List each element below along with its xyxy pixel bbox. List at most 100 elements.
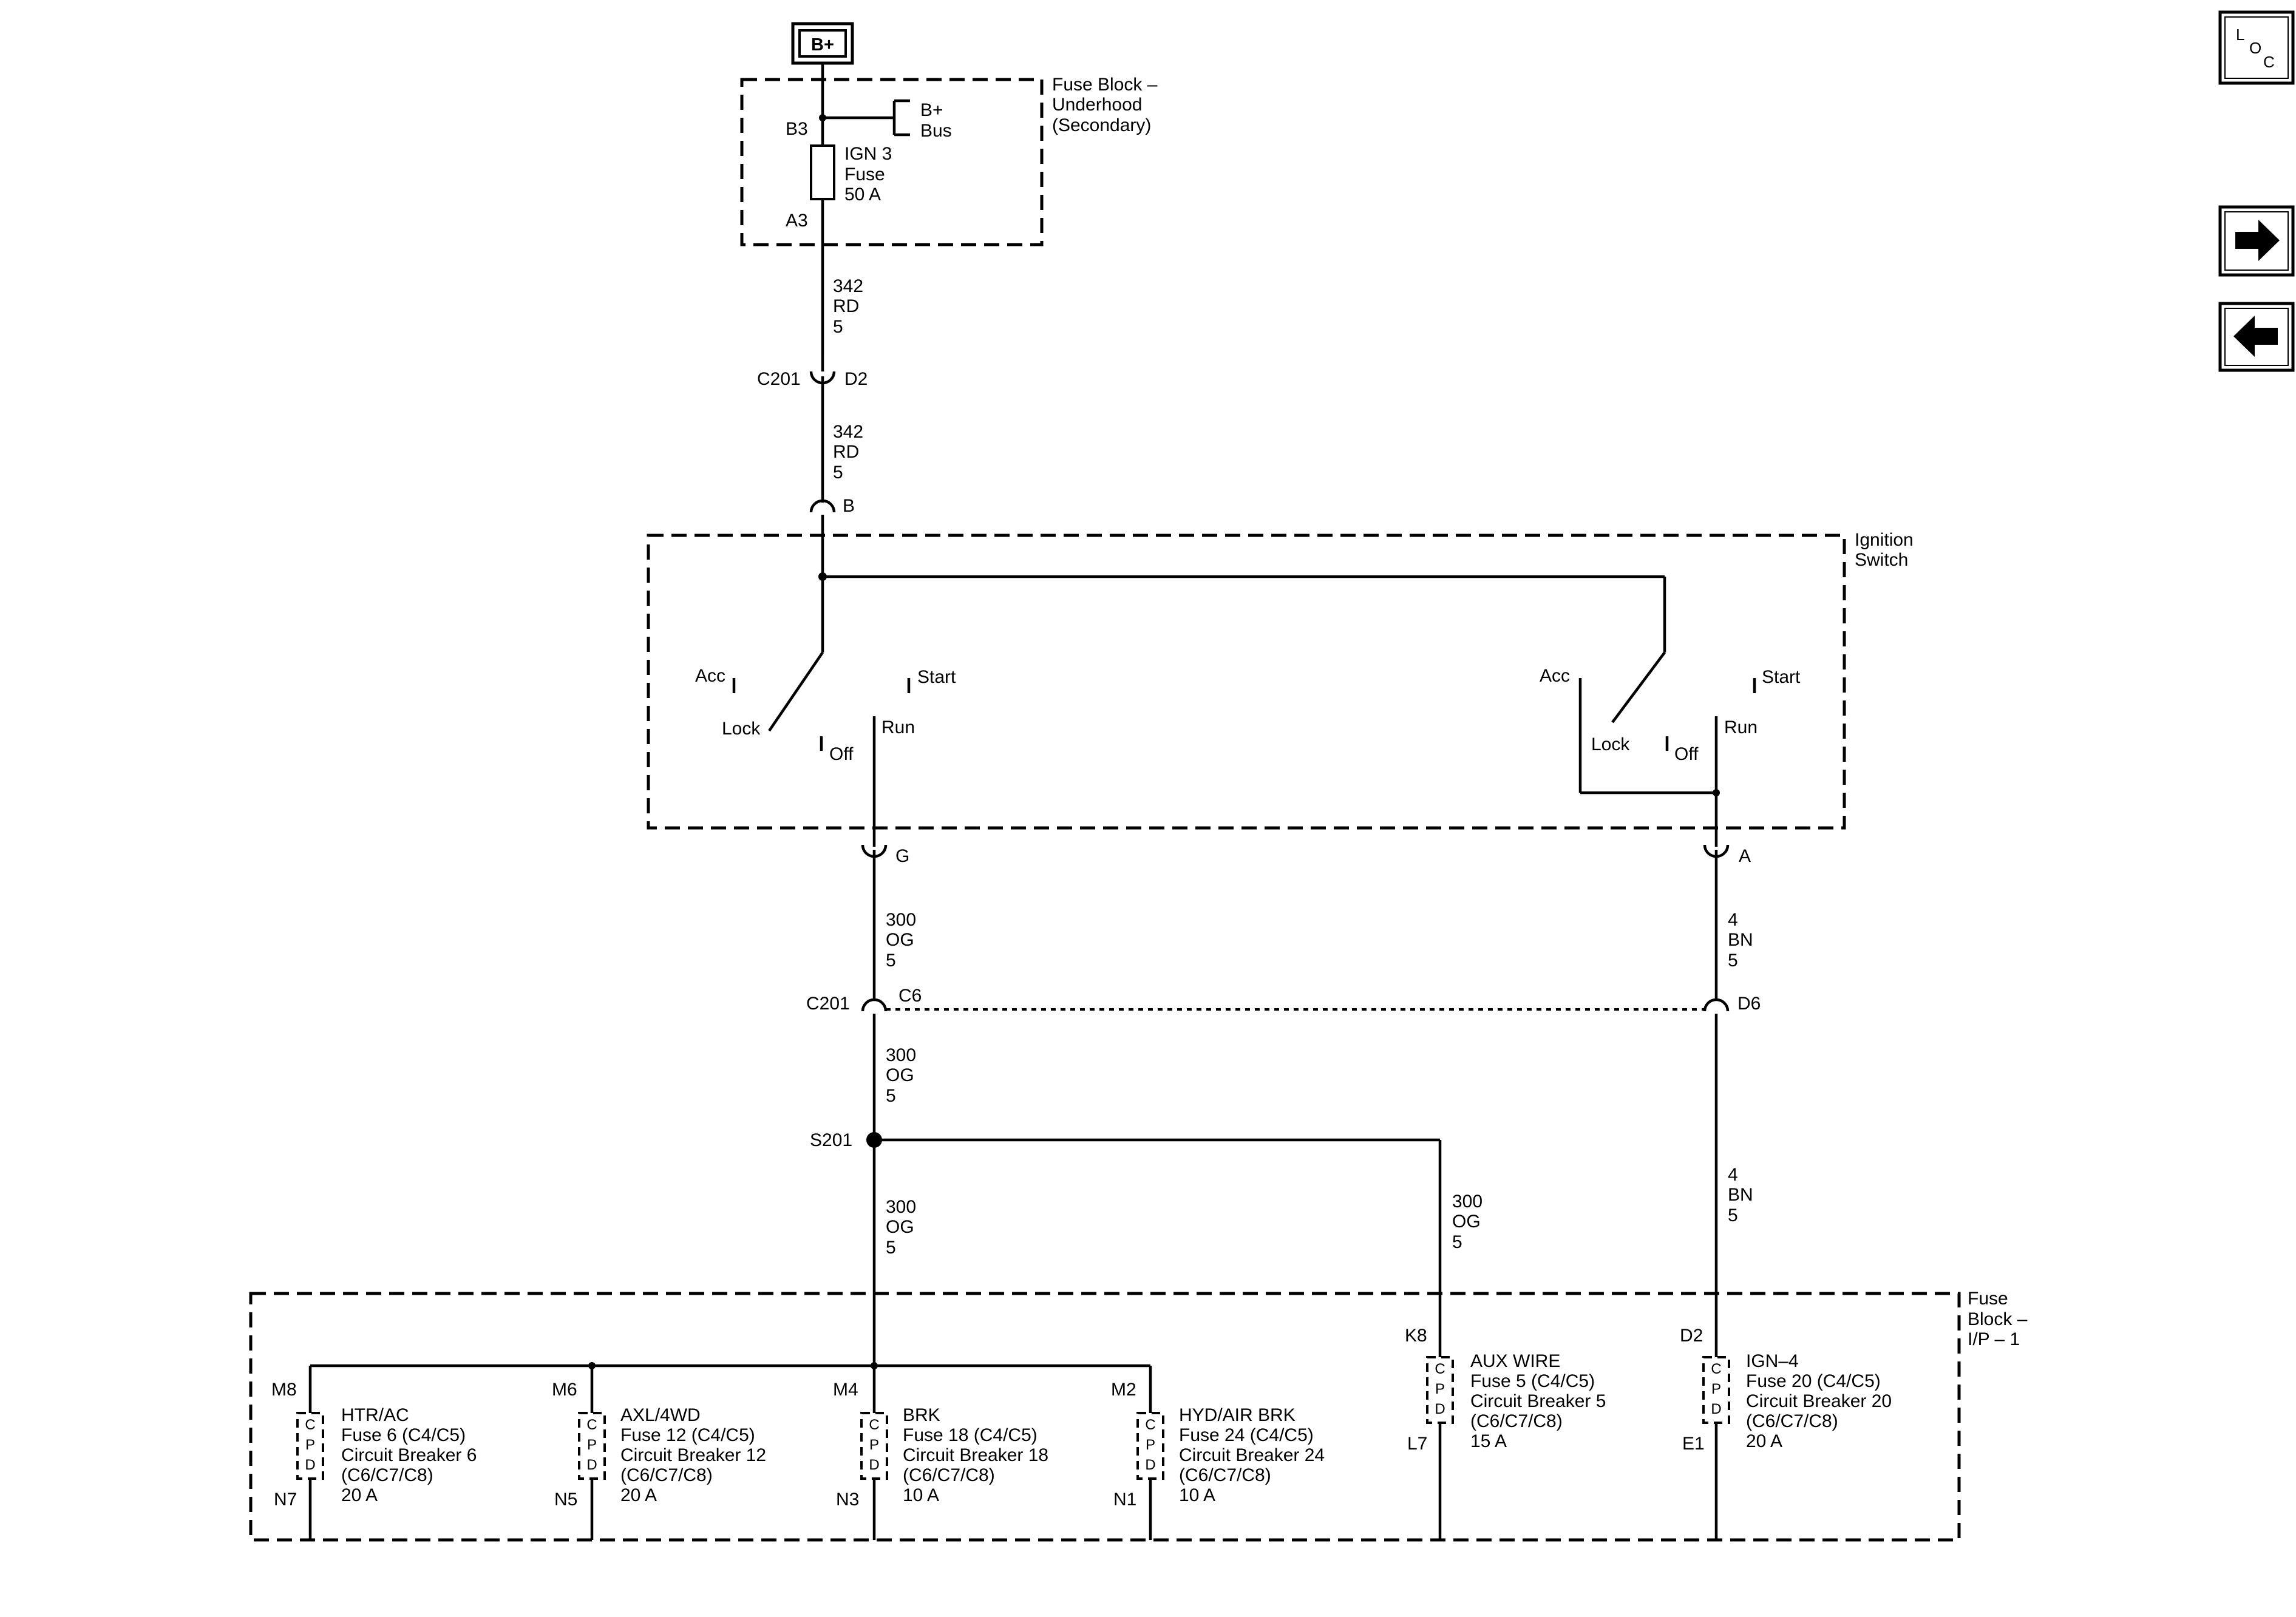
ign3-fuse-label-1: IGN 3 [844,144,892,164]
ip-block-title-1: Fuse [1968,1289,2008,1309]
svg-text:Circuit Breaker 24: Circuit Breaker 24 [1179,1445,1325,1465]
svg-text:D: D [586,1457,597,1473]
wire-300-b-2: OG [886,1065,914,1085]
svg-text:(C6/C7/C8): (C6/C7/C8) [341,1465,433,1485]
fuse-ign-4-pin-out: E1 [1682,1434,1705,1454]
battery-b-plus: B+ [791,22,854,65]
wire-300-d-2: OG [1452,1212,1481,1232]
fuse-axl-4wd: C P D M6 N5 AXL/4WD Fuse 12 (C4/C5) Circ… [552,1366,766,1540]
svg-text:Circuit Breaker 6: Circuit Breaker 6 [341,1445,477,1465]
wire-4-b-3: 5 [1728,1205,1738,1225]
svg-text:BRK: BRK [903,1405,940,1425]
svg-text:Fuse 24 (C4/C5): Fuse 24 (C4/C5) [1179,1425,1314,1445]
connector-c201-d6 [1703,998,1730,1026]
arrow-left-icon [2233,316,2278,357]
underhood-fuse-block-outline [740,78,1044,246]
switch-right-off: Off [1674,744,1699,764]
wire-300-b-1: 300 [886,1045,916,1065]
previous-page-button[interactable] [2218,302,2295,372]
ip-fuse-block: Fuse Block – I/P – 1 C P D M8 N7 HTR/AC … [249,1289,2028,1542]
fuse-hyd-air-brk: C P D M2 N1 HYD/AIR BRK Fuse 24 (C4/C5) … [1111,1366,1325,1540]
svg-text:P: P [587,1437,597,1453]
fuse-brk-pin-in: M4 [833,1380,858,1400]
wire-300-a-2: OG [886,930,914,950]
svg-text:D: D [869,1457,879,1473]
fuse-aux-wire: C P D K8 L7 AUX WIRE Fuse 5 (C4/C5) Circ… [1405,1293,1606,1540]
switch-pin-g: G [895,846,909,866]
connector-switch-a [1703,844,1730,862]
svg-text:Circuit Breaker 18: Circuit Breaker 18 [903,1445,1048,1465]
svg-text:Fuse 6 (C4/C5): Fuse 6 (C4/C5) [341,1425,466,1445]
ip-block-title-2: Block – [1968,1309,2028,1329]
svg-text:(C6/C7/C8): (C6/C7/C8) [1746,1411,1838,1431]
fuse-brk-pin-out: N3 [836,1490,859,1510]
underhood-pin-b3: B3 [786,119,808,139]
svg-text:Circuit Breaker 5: Circuit Breaker 5 [1470,1391,1606,1411]
loc-letter-c: C [2263,53,2275,71]
wire-300-d-3: 5 [1452,1232,1462,1252]
svg-text:HYD/AIR BRK: HYD/AIR BRK [1179,1405,1296,1425]
switch-right-start: Start [1762,667,1801,687]
fuse-htr-ac: C P D M8 N7 HTR/AC Fuse 6 (C4/C5) Circui… [271,1366,477,1540]
bus-label-1: B+ [920,100,943,120]
wire-300-c-2: OG [886,1217,914,1237]
next-page-button[interactable] [2218,205,2295,277]
ign3-fuse-label-2: Fuse [844,164,885,185]
switch-pin-a: A [1739,846,1751,866]
wire-300-a-3: 5 [886,951,896,971]
svg-text:Fuse 5 (C4/C5): Fuse 5 (C4/C5) [1470,1371,1595,1391]
wire-300-a-1: 300 [886,910,916,930]
underhood-title-1: Fuse Block – [1052,75,1158,95]
svg-text:P: P [1711,1381,1721,1397]
svg-text:(C6/C7/C8): (C6/C7/C8) [1470,1411,1563,1431]
loc-letter-o: O [2249,39,2261,57]
ip-fuse-block-outline [249,1292,1961,1542]
fuse-hyd-air-brk-pin-out: N1 [1113,1490,1136,1510]
fuse-axl-4wd-pin-out: N5 [554,1490,577,1510]
svg-text:D: D [1711,1401,1721,1417]
svg-text:Fuse 12 (C4/C5): Fuse 12 (C4/C5) [620,1425,755,1445]
ign3-fuse-label-3: 50 A [844,185,881,205]
svg-text:10 A: 10 A [903,1485,939,1505]
loc-button[interactable]: L O C [2218,10,2295,85]
switch-pin-b: B [843,496,855,516]
connector-switch-b [809,499,836,577]
wire-342-a-2: RD [833,296,859,316]
svg-text:C: C [1711,1361,1721,1377]
svg-text:C: C [586,1417,597,1433]
fuse-ign-4-pin-in: D2 [1680,1326,1703,1346]
fuse-axl-4wd-pin-in: M6 [552,1380,577,1400]
svg-text:AUX WIRE: AUX WIRE [1470,1351,1560,1371]
fuse-aux-wire-pin-out: L7 [1407,1434,1427,1454]
svg-text:(C6/C7/C8): (C6/C7/C8) [1179,1465,1271,1485]
connector-c201-d2 [809,353,836,385]
wire-342-b-2: RD [833,442,859,462]
fuse-hyd-air-brk-pin-in: M2 [1111,1380,1136,1400]
wire-300-c-1: 300 [886,1197,916,1217]
fuse-htr-ac-pin-in: M8 [271,1380,297,1400]
svg-text:Fuse 18 (C4/C5): Fuse 18 (C4/C5) [903,1425,1038,1445]
c201-d6-pin: D6 [1737,994,1761,1014]
switch-right-run: Run [1724,717,1758,737]
svg-text:D: D [1435,1401,1445,1417]
switch-left-off: Off [829,744,854,764]
loc-letter-l: L [2236,25,2244,44]
svg-text:(C6/C7/C8): (C6/C7/C8) [620,1465,713,1485]
svg-text:P: P [1435,1381,1445,1397]
wire-300-b-3: 5 [886,1086,896,1106]
svg-text:P: P [1146,1437,1155,1453]
switch-right-acc: Acc [1540,666,1570,686]
svg-text:D: D [305,1457,315,1473]
svg-text:15 A: 15 A [1470,1431,1507,1451]
wire-342-b-1: 342 [833,422,863,442]
switch-left-run: Run [881,717,915,737]
svg-text:20 A: 20 A [620,1485,657,1505]
svg-text:D: D [1145,1457,1155,1473]
switch-right-contact-arm [1611,651,1666,724]
fuse-aux-wire-pin-in: K8 [1405,1326,1427,1346]
wire-342-a-1: 342 [833,276,863,296]
switch-left-acc: Acc [695,666,725,686]
svg-text:Fuse 20 (C4/C5): Fuse 20 (C4/C5) [1746,1371,1881,1391]
wire-4-b-1: 4 [1728,1165,1738,1185]
